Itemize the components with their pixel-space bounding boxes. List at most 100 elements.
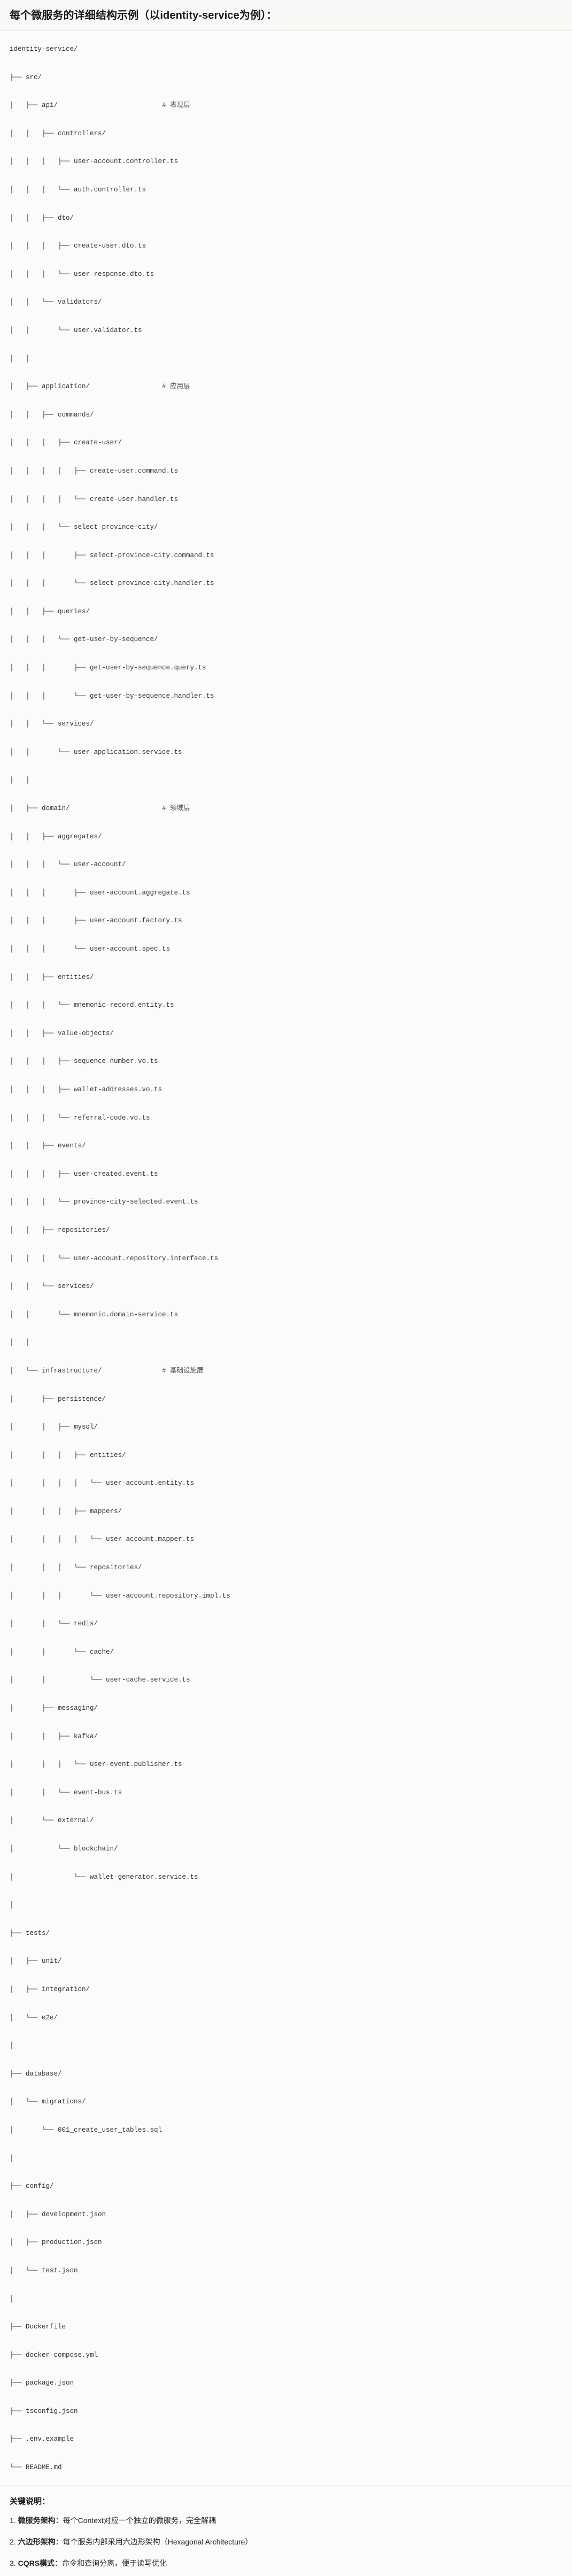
tree-line: │ └── migrations/ xyxy=(10,2098,86,2106)
key-note-item: 3. CQRS模式：命令和查询分离，便于读写优化 xyxy=(10,2558,562,2570)
tree-line: │ │ │ ├── create-user.dto.ts xyxy=(10,242,146,250)
tree-line-comment: # 基础设施层 xyxy=(162,1367,204,1375)
tree-line: │ │ │ └── mnemonic-record.entity.ts xyxy=(10,1001,174,1009)
key-note-term: CQRS模式 xyxy=(18,2558,55,2567)
key-note-term: 微服务架构 xyxy=(18,2516,56,2525)
tree-line: │ │ │ │ └── user-account.mapper.ts xyxy=(10,1536,195,1544)
tree-line: ├── src/ xyxy=(10,73,42,81)
tree-line: │ └── wallet-generator.service.ts xyxy=(10,1873,198,1881)
section-key-notes: 关键说明： 1. 微服务架构：每个Context对应一个独立的微服务，完全解耦 2… xyxy=(0,2485,572,2576)
tree-line: │ │ │ ├── mappers/ xyxy=(10,1507,122,1515)
tree-line: ├── package.json xyxy=(10,2379,74,2387)
tree-line: ├── config/ xyxy=(10,2182,54,2191)
tree-line-comment: # 领域层 xyxy=(162,805,190,813)
tree-line: │ │ │ └── get-user-by-sequence.handler.t… xyxy=(10,692,214,700)
key-note-number: 2. xyxy=(10,2538,18,2547)
tree-line: │ │ └── redis/ xyxy=(10,1620,98,1628)
tree-line: ├── Dockerfile xyxy=(10,2323,66,2331)
tree-line: │ │ └── event-bus.ts xyxy=(10,1788,122,1796)
tree-line: │ │ │ ├── entities/ xyxy=(10,1451,126,1459)
tree-line: │ │ └── user-cache.service.ts xyxy=(10,1676,190,1684)
tree-line: │ │ │ └── province-city-selected.event.t… xyxy=(10,1198,198,1206)
key-note-item: 1. 微服务架构：每个Context对应一个独立的微服务，完全解耦 xyxy=(10,2515,562,2527)
key-note-term: 六边形架构 xyxy=(18,2538,56,2547)
tree-line: │ │ └── services/ xyxy=(10,1283,94,1291)
tree-line: │ │ │ └── user-account.repository.interf… xyxy=(10,1254,219,1262)
tree-line: │ │ ├── mysql/ xyxy=(10,1423,98,1431)
tree-line: │ │ │ ├── get-user-by-sequence.query.ts xyxy=(10,664,206,672)
tree-line: │ │ │ ├── wallet-addresses.vo.ts xyxy=(10,1085,163,1093)
tree-line: │ └── blockchain/ xyxy=(10,1845,118,1853)
tree-line: │ └── test.json xyxy=(10,2266,78,2274)
tree-line-comment: # 应用层 xyxy=(162,383,190,391)
tree-line: │ │ └── mnemonic.domain-service.ts xyxy=(10,1310,179,1318)
directory-tree-content: identity-service/ ├── src/ │ ├── api/ # … xyxy=(10,43,562,2474)
tree-line: │ │ │ │ └── user-account.entity.ts xyxy=(10,1479,195,1487)
tree-line: │ │ ├── kafka/ xyxy=(10,1732,98,1740)
directory-tree: identity-service/ ├── src/ │ ├── api/ # … xyxy=(10,43,562,2474)
tree-line: │ │ └── validators/ xyxy=(10,298,102,306)
tree-line: │ ├── integration/ xyxy=(10,1985,90,1993)
tree-line: │ │ ├── repositories/ xyxy=(10,1226,110,1234)
tree-line: │ │ │ ├── select-province-city.command.t… xyxy=(10,551,214,559)
tree-line: │ │ │ └── user-account.spec.ts xyxy=(10,945,171,953)
tree-line: ├── .env.example xyxy=(10,2435,74,2443)
tree-line: │ xyxy=(10,2295,14,2303)
tree-line: │ │ │ ├── user-account.controller.ts xyxy=(10,158,179,166)
tree-line: ├── tests/ xyxy=(10,1929,50,1937)
tree-line: │ │ │ └── repositories/ xyxy=(10,1564,142,1572)
tree-line: │ │ │ ├── user-account.factory.ts xyxy=(10,917,182,925)
tree-line: │ │ │ └── user-response.dto.ts xyxy=(10,270,154,278)
tree-line: ├── docker-compose.yml xyxy=(10,2351,98,2359)
tree-line: │ └── external/ xyxy=(10,1817,94,1825)
key-notes-title: 关键说明： xyxy=(10,2497,50,2506)
tree-line: │ │ │ ├── user-created.event.ts xyxy=(10,1170,158,1178)
tree-line: │ ├── development.json xyxy=(10,2210,106,2218)
tree-line: │ ├── api/ # 表现层 xyxy=(10,102,190,110)
key-note-description: ：每个Context对应一个独立的微服务，完全解耦 xyxy=(55,2516,216,2525)
tree-line: │ │ └── services/ xyxy=(10,720,94,728)
tree-line: │ │ xyxy=(10,776,30,784)
tree-line: │ │ ├── queries/ xyxy=(10,607,90,615)
tree-line: │ │ │ └── select-province-city.handler.t… xyxy=(10,580,214,588)
tree-line: │ │ └── cache/ xyxy=(10,1648,114,1656)
key-note-number: 3. xyxy=(10,2558,18,2567)
tree-line: │ │ │ └── select-province-city/ xyxy=(10,523,158,531)
page-title: 每个微服务的详细结构示例（以identity-service为例）： xyxy=(10,10,277,21)
tree-line-comment: # 表现层 xyxy=(162,102,190,110)
tree-line: │ │ │ └── user-account/ xyxy=(10,861,126,869)
key-note-description: ：命令和查询分离，便于读写优化 xyxy=(55,2558,167,2567)
directory-tree-block: identity-service/ ├── src/ │ ├── api/ # … xyxy=(0,31,572,2486)
key-note-item: 2. 六边形架构：每个服务内部采用六边形架构（Hexagonal Archite… xyxy=(10,2536,562,2548)
tree-line: identity-service/ xyxy=(10,45,78,53)
tree-line: │ │ ├── controllers/ xyxy=(10,129,106,137)
tree-line: └── README.md xyxy=(10,2464,62,2472)
tree-line: │ │ xyxy=(10,354,30,363)
tree-line: │ │ │ └── user-account.repository.impl.t… xyxy=(10,1592,230,1600)
tree-line: │ │ │ │ ├── create-user.command.ts xyxy=(10,467,179,475)
tree-line: │ │ └── user.validator.ts xyxy=(10,326,142,334)
key-note-description: ：每个服务内部采用六边形架构（Hexagonal Architecture） xyxy=(55,2538,253,2547)
tree-line: │ └── infrastructure/ # 基础设施层 xyxy=(10,1367,204,1375)
tree-line: │ │ │ ├── sequence-number.vo.ts xyxy=(10,1058,158,1066)
tree-line: │ ├── messaging/ xyxy=(10,1705,98,1713)
tree-line: │ │ │ ├── create-user/ xyxy=(10,439,122,447)
tree-line: │ xyxy=(10,1901,14,1909)
tree-line: ├── database/ xyxy=(10,2070,62,2078)
tree-line: ├── tsconfig.json xyxy=(10,2407,78,2415)
tree-line: │ ├── application/ # 应用层 xyxy=(10,383,190,391)
tree-line: │ xyxy=(10,2154,14,2162)
tree-line: │ ├── persistence/ xyxy=(10,1395,106,1403)
tree-line: │ ├── production.json xyxy=(10,2239,102,2247)
key-notes-list: 1. 微服务架构：每个Context对应一个独立的微服务，完全解耦 2. 六边形架… xyxy=(10,2515,562,2576)
tree-line: │ ├── unit/ xyxy=(10,1957,62,1965)
tree-line: │ └── e2e/ xyxy=(10,2014,58,2022)
tree-line: │ ├── domain/ # 领域层 xyxy=(10,805,190,813)
tree-line: │ │ ├── entities/ xyxy=(10,973,94,981)
tree-line: │ │ │ ├── user-account.aggregate.ts xyxy=(10,889,190,897)
tree-line: │ │ ├── value-objects/ xyxy=(10,1029,114,1037)
tree-line: │ │ │ └── auth.controller.ts xyxy=(10,186,146,194)
tree-line: │ └── 001_create_user_tables.sql xyxy=(10,2126,163,2134)
tree-line: │ │ │ └── get-user-by-sequence/ xyxy=(10,636,158,644)
